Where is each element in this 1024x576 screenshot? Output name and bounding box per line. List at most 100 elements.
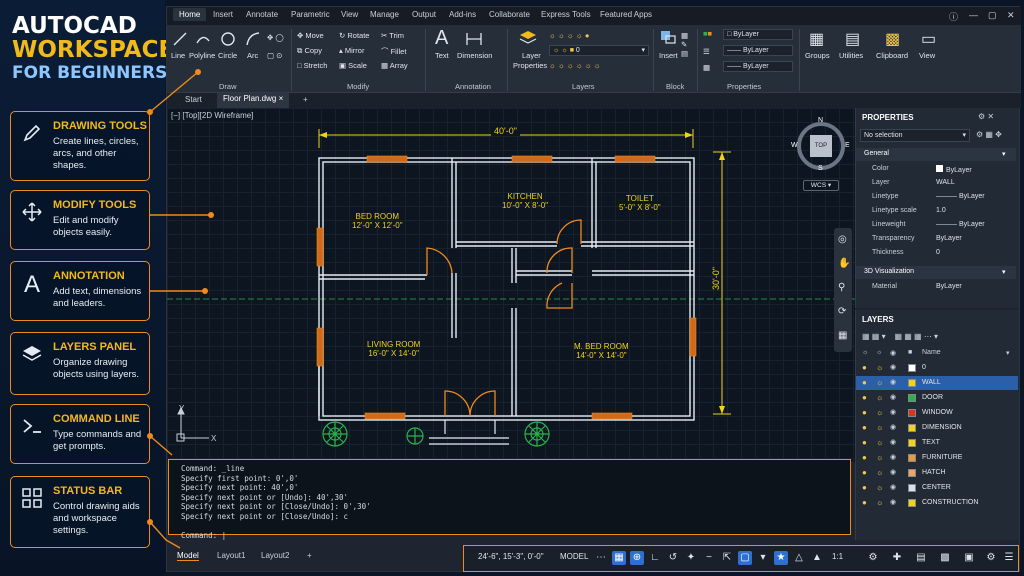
clipboard-button[interactable]: Clipboard xyxy=(876,51,909,60)
stretch-button[interactable]: □ Stretch xyxy=(297,61,328,70)
layer-row[interactable]: ●☼◉CONSTRUCTION xyxy=(856,496,1018,510)
general-section[interactable]: General▾ xyxy=(856,148,1016,161)
zoom-icon[interactable]: ⚲ xyxy=(838,282,846,293)
selection-cycling-icon[interactable]: ▢ xyxy=(738,551,752,565)
layer-lock-icon[interactable]: ◉ xyxy=(890,424,897,431)
block-group-label[interactable]: Block xyxy=(666,82,685,91)
minimize-icon[interactable]: — xyxy=(969,10,978,20)
tab-start[interactable]: Start xyxy=(185,95,202,104)
property-row-lineweight[interactable]: Lineweight——— ByLayer xyxy=(856,219,1020,232)
utilities-icon[interactable]: ▤ xyxy=(845,31,861,48)
close-icon[interactable]: ✕ xyxy=(1007,10,1015,20)
draw-group-label[interactable]: Draw xyxy=(219,82,237,91)
3d-visualization-section[interactable]: 3D Visualization▾ xyxy=(856,266,1016,279)
layer-on-icon[interactable]: ● xyxy=(862,498,867,507)
lineweight-dropdown[interactable]: —— ByLayer xyxy=(723,61,793,72)
annotation-scale-readout[interactable]: 1:1 xyxy=(832,552,844,561)
tab-floor-plan[interactable]: Floor Plan.dwg × xyxy=(217,93,290,108)
viewcube-east[interactable]: E xyxy=(845,142,850,149)
model-space-button[interactable]: MODEL xyxy=(560,552,589,561)
command-line[interactable]: Command: _line Specify first point: 0',0… xyxy=(168,459,851,540)
tab-express-tools[interactable]: Express Tools xyxy=(541,10,591,19)
mirror-button[interactable]: ▴ Mirror xyxy=(339,46,365,55)
layer-color-swatch[interactable] xyxy=(908,484,916,492)
command-input[interactable]: Command: | xyxy=(181,530,227,540)
line-icon[interactable] xyxy=(172,31,188,47)
layer-on-icon[interactable]: ● xyxy=(862,393,867,402)
block-tool-icons[interactable]: ▦✎▤ xyxy=(681,31,689,58)
orbit-icon[interactable]: ⟳ xyxy=(838,306,847,317)
tab-layout2[interactable]: Layout2 xyxy=(261,551,290,560)
viewcube-west[interactable]: W xyxy=(791,142,798,149)
layer-lock-icon[interactable]: ◉ xyxy=(890,469,897,476)
tab-collaborate[interactable]: Collaborate xyxy=(489,10,530,19)
layer-row[interactable]: ●☼◉FURNITURE xyxy=(856,451,1018,465)
list-icon[interactable]: ☰ xyxy=(703,47,710,56)
view-button[interactable]: View xyxy=(919,51,936,60)
viewcube-north[interactable]: N xyxy=(818,117,824,124)
layers-group-label[interactable]: Layers xyxy=(572,82,595,91)
move-button[interactable]: ✥ Move xyxy=(297,31,324,40)
layer-on-icon[interactable]: ● xyxy=(862,423,867,432)
tab-model[interactable]: Model xyxy=(177,551,199,561)
selection-dropdown[interactable]: No selection▾ xyxy=(860,129,970,142)
pan-icon[interactable]: ✋ xyxy=(838,258,851,269)
layer-lock-icon[interactable]: ◉ xyxy=(890,409,897,416)
tab-parametric[interactable]: Parametric xyxy=(291,10,330,19)
dropdown-icon[interactable]: ▾ xyxy=(760,552,766,563)
clean-screen-icon[interactable]: ▣ xyxy=(964,552,974,563)
coordinates-readout[interactable]: 24'-6", 15'-3", 0'-0" xyxy=(478,552,544,561)
layer-row[interactable]: ●☼◉DIMENSION xyxy=(856,421,1018,435)
layer-color-swatch[interactable] xyxy=(908,394,916,402)
annotation-group-label[interactable]: Annotation xyxy=(455,82,491,91)
trim-button[interactable]: ✂ Trim xyxy=(381,31,404,40)
layer-lock-icon[interactable]: ◉ xyxy=(890,484,897,491)
new-layout-button[interactable]: + xyxy=(307,551,312,560)
steering-wheel-icon[interactable]: ◎ xyxy=(838,234,847,245)
text-button[interactable]: Text xyxy=(435,51,449,60)
layer-row[interactable]: ●☼◉DOOR xyxy=(856,391,1018,405)
isodraft-icon[interactable]: ✦ xyxy=(686,552,696,563)
clipboard-icon[interactable]: ▩ xyxy=(885,31,901,48)
layer-row[interactable]: ●☼◉TEXT xyxy=(856,436,1018,450)
linetype-dropdown[interactable]: —— ByLayer xyxy=(723,45,793,56)
insert-button[interactable]: Insert xyxy=(659,51,678,60)
wcs-dropdown[interactable]: WCS ▾ xyxy=(803,180,839,191)
layer-state-icons[interactable]: ☼ ☼ ☼ ☼ ● xyxy=(549,31,590,40)
name-column-label[interactable]: Name xyxy=(922,349,941,356)
layer-lock-icon[interactable]: ◉ xyxy=(890,499,897,506)
layer-row[interactable]: ●☼◉CENTER xyxy=(856,481,1018,495)
layer-on-icon[interactable]: ● xyxy=(862,438,867,447)
layer-freeze-icon[interactable]: ☼ xyxy=(876,438,884,447)
arc-icon[interactable] xyxy=(245,31,261,47)
maximize-icon[interactable]: ▢ xyxy=(988,10,997,20)
layer-color-swatch[interactable] xyxy=(908,469,916,477)
layer-lock-icon[interactable]: ◉ xyxy=(890,364,897,371)
layer-tool-icons[interactable]: ☼ ☼ ☼ ☼ ☼ ☼ xyxy=(549,61,601,70)
annotation-scale-icon[interactable]: △ xyxy=(795,552,803,563)
viewcube[interactable]: TOP N S W E WCS ▾ xyxy=(791,117,850,196)
palette-controls[interactable]: ⚙ ✕ xyxy=(978,112,995,121)
dynamic-ucs-icon[interactable]: ⇱ xyxy=(722,552,732,563)
layer-on-icon[interactable]: ● xyxy=(862,468,867,477)
tab-output[interactable]: Output xyxy=(412,10,437,19)
grid-icon[interactable]: ⋯ xyxy=(596,552,606,563)
draw-extra-icons-2[interactable]: ▢ ⊙ xyxy=(267,51,283,60)
layer-freeze-icon[interactable]: ☼ xyxy=(876,378,884,387)
layer-on-icon[interactable]: ● xyxy=(862,378,867,387)
circle-icon[interactable] xyxy=(220,31,236,47)
fillet-button[interactable]: ⌒ Fillet xyxy=(381,47,407,56)
layer-on-icon[interactable]: ● xyxy=(862,408,867,417)
layer-color-swatch[interactable] xyxy=(908,439,916,447)
tab-home[interactable]: Home xyxy=(173,8,207,21)
insert-block-icon[interactable] xyxy=(659,29,677,45)
text-icon[interactable]: A xyxy=(435,27,449,49)
layer-color-swatch[interactable] xyxy=(908,454,916,462)
snap-grid-icon[interactable]: ▦ xyxy=(612,551,626,565)
help-icon[interactable]: ⓘ xyxy=(949,12,959,22)
properties-group-label[interactable]: Properties xyxy=(727,82,762,91)
